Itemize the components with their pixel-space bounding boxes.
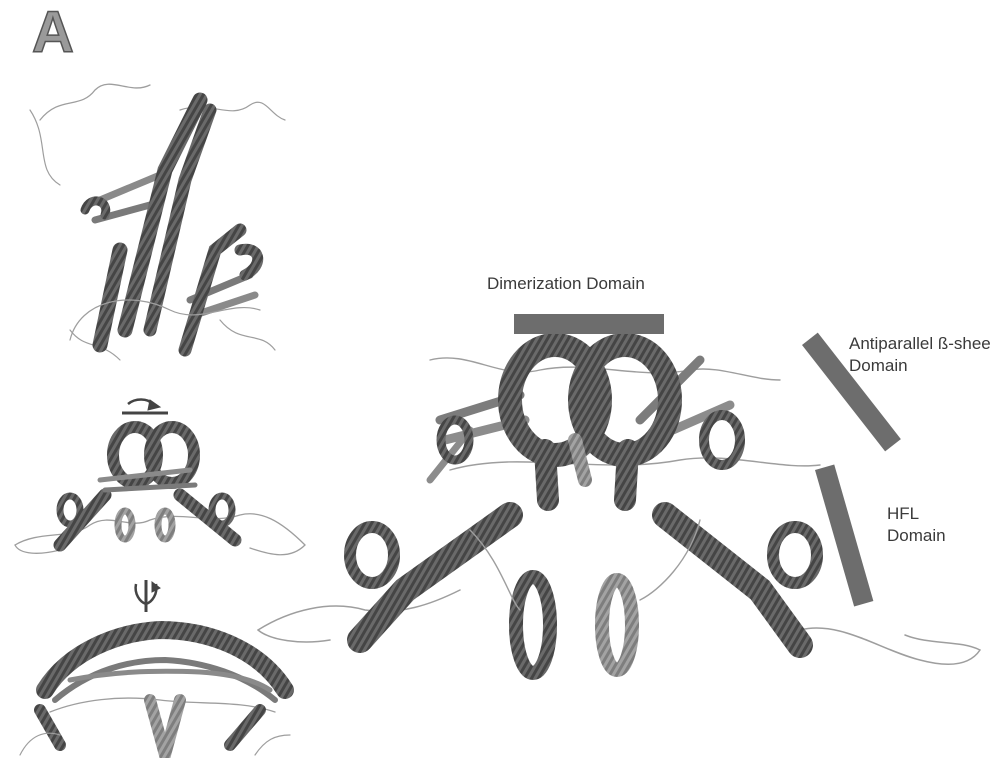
antiparallel-label-line1: Antiparallel ß-sheet (849, 333, 990, 355)
hfl-label-line2: Domain (887, 525, 946, 547)
hfl-domain-label: HFL Domain (887, 503, 946, 547)
antiparallel-label-line2: Domain (849, 355, 990, 377)
hfl-label-line1: HFL (887, 503, 946, 525)
rotate-arrow-icon (136, 580, 160, 612)
rotate-arrow-icon (122, 400, 168, 414)
structure-view-side (30, 84, 285, 360)
structure-view-top (20, 630, 290, 755)
hfl-domain-bar (815, 464, 873, 606)
antiparallel-sheet-domain-label: Antiparallel ß-sheet Domain (849, 333, 990, 377)
dimerization-domain-bar (514, 314, 664, 334)
dimerization-domain-label: Dimerization Domain (487, 273, 645, 295)
structure-view-main (258, 345, 980, 673)
structure-view-front-small (15, 427, 305, 555)
